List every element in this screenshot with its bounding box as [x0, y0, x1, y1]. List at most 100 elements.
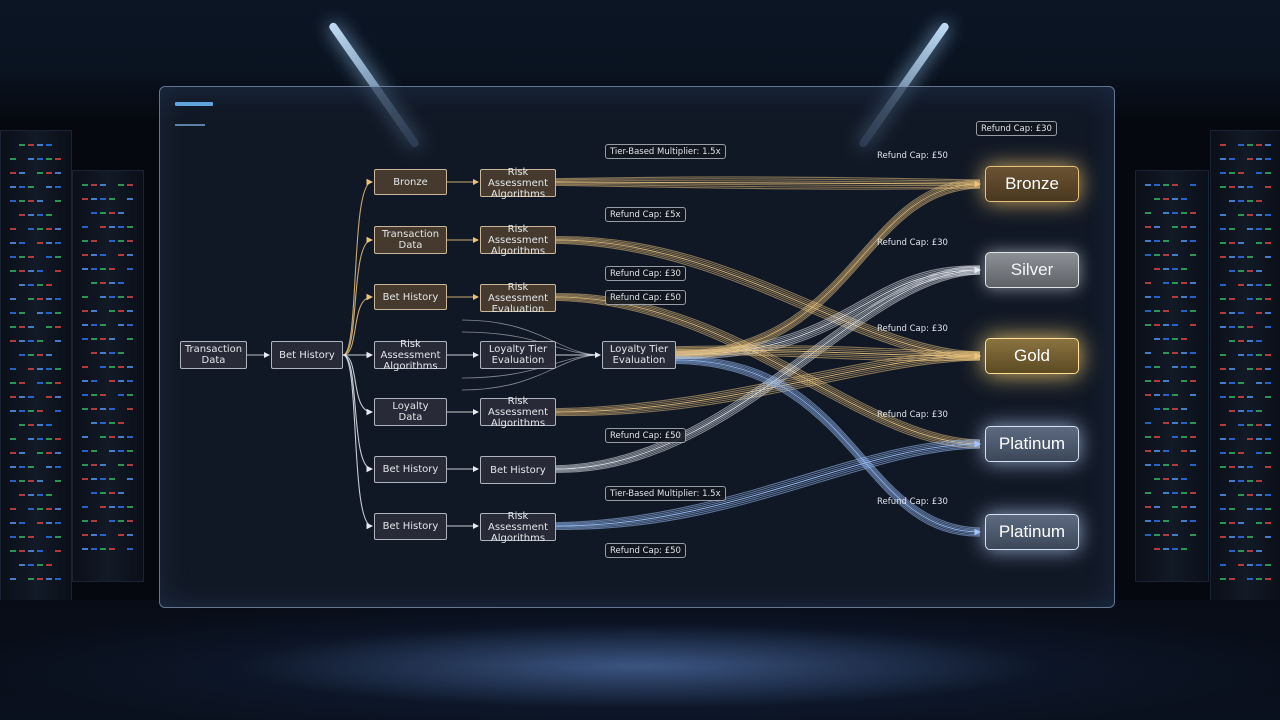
rack-led	[1172, 254, 1178, 256]
rack-led	[10, 452, 16, 454]
node-transaction-data-stage: Transaction Data	[374, 226, 447, 254]
rack-led	[55, 480, 61, 482]
rack-led	[19, 256, 25, 258]
rack-led	[1145, 212, 1151, 214]
rack-led	[1145, 366, 1151, 368]
rack-led	[1154, 380, 1160, 382]
rack-led	[10, 396, 16, 398]
rack-led	[127, 464, 133, 466]
rack-led	[1220, 564, 1226, 566]
rack-led	[10, 326, 16, 328]
rack-led	[109, 520, 115, 522]
rack-led	[46, 186, 52, 188]
link-hub-to-stage1-4	[342, 354, 374, 416]
rack-led	[28, 564, 34, 566]
rack-led	[1181, 226, 1187, 228]
rack-led	[55, 298, 61, 300]
rack-led	[1229, 340, 1235, 342]
rack-led	[1163, 324, 1169, 326]
rack-led	[28, 396, 34, 398]
rack-led	[1229, 578, 1235, 580]
rack-led	[118, 506, 124, 508]
flow-bundle-8-0	[555, 439, 981, 524]
callout-multiplier-2: Tier-Based Multiplier: 1.5x	[605, 486, 726, 501]
rack-led	[10, 340, 16, 342]
rack-led	[1181, 436, 1187, 438]
rack-led	[82, 268, 88, 270]
rack-led	[1220, 466, 1226, 468]
flow-bundle-9-0	[675, 345, 981, 353]
rack-led	[1145, 422, 1151, 424]
rack-led	[1247, 438, 1253, 440]
rack-led	[1172, 338, 1178, 340]
rack-led	[1265, 564, 1271, 566]
rack-led	[91, 464, 97, 466]
rack-led	[1154, 338, 1160, 340]
flow-bundle-2-6	[555, 299, 981, 449]
rack-led	[1163, 520, 1169, 522]
rack-led	[1247, 480, 1253, 482]
rack-led	[1247, 326, 1253, 328]
tier-gold: Gold	[985, 338, 1079, 374]
rack-led	[1154, 478, 1160, 480]
rack-led	[1145, 184, 1151, 186]
rack-led	[91, 310, 97, 312]
callout-refund-cap-1: Refund Cap: £5x	[605, 207, 686, 222]
node-bronze-stage: Bronze	[374, 169, 447, 195]
rack-led	[1220, 186, 1226, 188]
rack-led	[1247, 550, 1253, 552]
rack-led	[1163, 254, 1169, 256]
rack-led	[1190, 520, 1196, 522]
rack-led	[109, 506, 115, 508]
rack-led	[1190, 310, 1196, 312]
rack-led	[109, 492, 115, 494]
rack-led	[55, 452, 61, 454]
rack-led	[37, 410, 43, 412]
rack-led	[1154, 324, 1160, 326]
rack-led	[1190, 422, 1196, 424]
rack-led	[109, 478, 115, 480]
rack-led	[1190, 394, 1196, 396]
rack-led	[55, 200, 61, 202]
rack-led	[1238, 214, 1244, 216]
rack-led	[55, 410, 61, 412]
rack-led	[1238, 452, 1244, 454]
rack-led	[1265, 242, 1271, 244]
node-risk-algorithms-3: Risk Assessment Algorithms	[480, 396, 556, 429]
rack-led	[10, 172, 16, 174]
rack-led	[28, 368, 34, 370]
rack-led	[37, 284, 43, 286]
rack-led	[118, 464, 124, 466]
rack-led	[1154, 254, 1160, 256]
node-bet-history-stage: Bet History	[374, 284, 447, 310]
rack-led	[109, 422, 115, 424]
rack-led	[1163, 534, 1169, 536]
rack-led	[1229, 312, 1235, 314]
flow-bundle-4-2	[675, 182, 981, 355]
rack-led	[37, 298, 43, 300]
rack-led	[1247, 494, 1253, 496]
rack-led	[100, 324, 106, 326]
rack-led	[1190, 534, 1196, 536]
rack-led	[1145, 310, 1151, 312]
rack-led	[100, 506, 106, 508]
rack-led	[46, 536, 52, 538]
rack-led	[91, 478, 97, 480]
rack-led	[1172, 436, 1178, 438]
rack-led	[1172, 464, 1178, 466]
rack-led	[1265, 368, 1271, 370]
flow-bundle-8-2	[555, 442, 981, 526]
rack-led	[118, 310, 124, 312]
node-risk-algorithms-2: Risk Assessment Algorithms	[480, 224, 556, 257]
rack-led	[37, 382, 43, 384]
rack-led	[1163, 422, 1169, 424]
rack-led	[1172, 324, 1178, 326]
rack-led	[1229, 536, 1235, 538]
rack-led	[1181, 338, 1187, 340]
callout-refund-cap-2: Refund Cap: £30	[605, 266, 686, 281]
rack-led	[109, 366, 115, 368]
callout-refund-cap-10: Refund Cap: £30	[877, 496, 948, 507]
rack-led	[1181, 310, 1187, 312]
rack-led	[10, 382, 16, 384]
rack-led	[1229, 368, 1235, 370]
